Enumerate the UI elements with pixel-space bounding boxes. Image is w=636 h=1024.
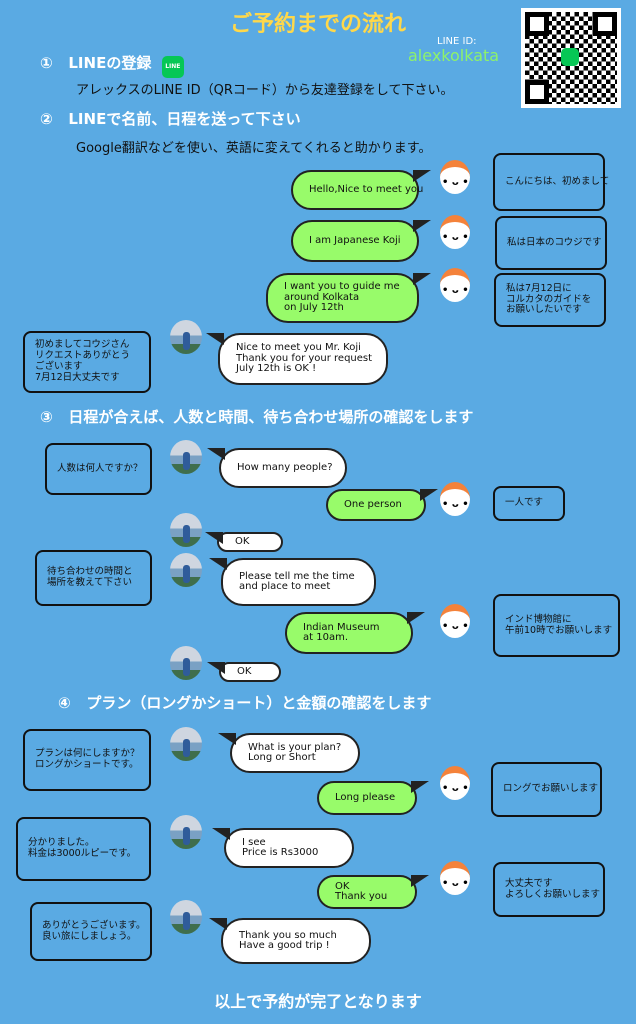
line-app-icon: LINE — [161, 55, 184, 78]
customer-message-bubble: Long please — [317, 781, 429, 815]
guide-message-bubble: Nice to meet you Mr. Koji Thank you for … — [206, 333, 388, 385]
step-label: LINEで名前、日程を送って下さい — [68, 110, 301, 128]
customer-message-bubble: OK Thank you — [317, 875, 429, 909]
qr-code[interactable] — [521, 8, 621, 108]
guide-message-bubble: What is your plan? Long or Short — [218, 733, 360, 773]
translation-box: 私は7月12日に コルカタのガイドを お願いしたいです — [494, 273, 606, 327]
footer-text: 以上で予約が完了となります — [214, 992, 422, 1011]
cat-avatar-icon — [440, 160, 470, 194]
translation-box: 大丈夫です よろしくお願いします — [493, 862, 605, 917]
translation-box: ロングでお願いします — [491, 762, 602, 817]
guide-avatar — [170, 320, 202, 354]
step-label: プラン（ロングかショート）と金額の確認をします — [86, 694, 432, 712]
translation-box: こんにちは、初めまして — [493, 153, 609, 211]
page-title: ご予約までの流れ — [229, 12, 406, 37]
translation-box: インド博物館に 午前10時でお願いします — [493, 594, 620, 657]
guide-avatar — [170, 727, 202, 761]
guide-avatar — [170, 646, 202, 680]
step-number: ④ — [58, 694, 71, 712]
step-desc: Google翻訳などを使い、英語に変えてくれると助かります。 — [76, 141, 432, 156]
translation-box: 人数は何人ですか？ — [45, 443, 152, 495]
guide-message-bubble: I see Price is Rs3000 — [212, 828, 354, 868]
guide-avatar — [170, 553, 202, 587]
translation-box: 初めましてコウジさん リクエストありがとう ございます 7月12日大丈夫です — [23, 331, 151, 393]
guide-avatar — [170, 513, 202, 547]
customer-message-bubble: One person — [326, 489, 438, 521]
cat-avatar-icon — [440, 766, 470, 800]
cat-avatar-icon — [440, 861, 470, 895]
translation-box: 分かりました。 料金は3000ルピーです。 — [16, 817, 151, 881]
line-id-label: LINE ID: — [437, 36, 477, 47]
guide-avatar — [170, 815, 202, 849]
customer-message-bubble: Indian Museum at 10am. — [285, 612, 425, 654]
step-label: LINEの登録 — [68, 54, 152, 72]
step-label: 日程が合えば、人数と時間、待ち合わせ場所の確認をします — [68, 408, 474, 426]
cat-avatar-icon — [440, 268, 470, 302]
customer-message-bubble: I am Japanese Koji — [291, 220, 431, 262]
translation-box: プランは何にしますか？ ロングかショートです。 — [23, 729, 151, 791]
step-desc: アレックスのLINE ID（QRコード）から友達登録をして下さい。 — [76, 83, 454, 98]
guide-avatar — [170, 900, 202, 934]
translation-box: 待ち合わせの時間と 場所を教えて下さい — [35, 550, 152, 606]
line-id: alexkolkata — [408, 46, 500, 65]
customer-message-bubble: I want you to guide me around Kolkata on… — [266, 273, 431, 323]
guide-message-bubble: OK — [207, 662, 281, 682]
guide-message-bubble: OK — [205, 532, 283, 552]
translation-box: ありがとうございます。 良い旅にしましょう。 — [30, 902, 152, 961]
guide-message-bubble: Please tell me the time and place to mee… — [209, 558, 376, 606]
step-number: ③ — [40, 408, 53, 426]
step-number: ② — [40, 110, 53, 128]
cat-avatar-icon — [440, 215, 470, 249]
step-number: ① — [40, 54, 53, 72]
line-icon — [561, 48, 579, 66]
cat-avatar-icon — [440, 604, 470, 638]
translation-box: 私は日本のコウジです — [495, 216, 607, 270]
customer-message-bubble: Hello,Nice to meet you — [291, 170, 431, 210]
guide-message-bubble: How many people? — [207, 448, 347, 488]
translation-box: 一人です — [493, 486, 565, 521]
guide-message-bubble: Thank you so much Have a good trip ! — [209, 918, 371, 964]
guide-avatar — [170, 440, 202, 474]
cat-avatar-icon — [440, 482, 470, 516]
